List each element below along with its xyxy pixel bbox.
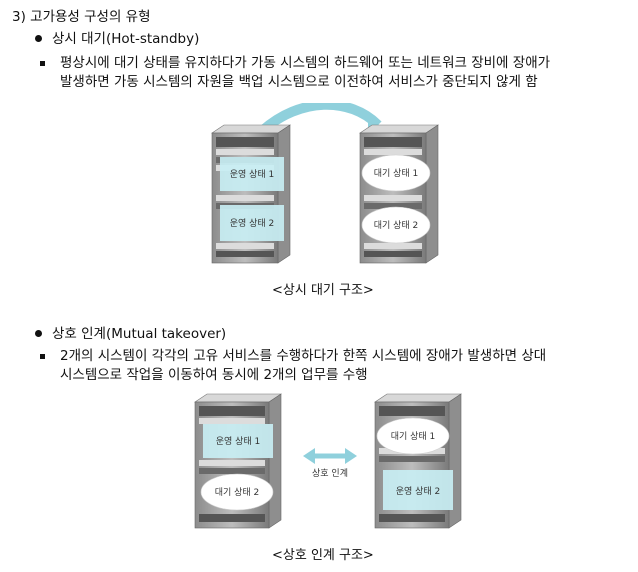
mutual-caption: <상호 인계 구조>	[272, 548, 374, 563]
hot-standby-desc-line1: 평상시에 대기 상태를 유지하다가 가동 시스템의 하드웨어 또는 네트워크 장…	[60, 55, 551, 71]
hot-standby-caption: <상시 대기 구조>	[272, 283, 374, 298]
left-server-rack: 운영 상태 1 운영 상태 2	[211, 124, 291, 264]
mutual-desc-line2: 시스템으로 작업을 이동하여 동시에 2개의 업무를 수행	[60, 367, 368, 383]
left-server-rack: 운영 상태 1 대기 상태 2	[194, 393, 282, 529]
hot-standby-heading: 상시 대기(Hot-standby)	[52, 31, 200, 47]
right-state-1-label: 대기 상태 1	[374, 168, 419, 179]
right-state-2-label: 운영 상태 2	[396, 486, 441, 497]
square-bullet-icon	[40, 354, 45, 359]
left-state-1-label: 운영 상태 1	[230, 169, 275, 180]
arrow-left-icon	[303, 448, 315, 464]
square-bullet-icon	[40, 61, 45, 66]
hot-standby-diagram: 운영 상태 1 운영 상태 2 대기 상태 1 대기 상태 2	[211, 103, 439, 264]
left-state-2-label: 운영 상태 2	[230, 218, 275, 229]
mutual-heading: 상호 인계(Mutual takeover)	[52, 326, 227, 342]
right-server-rack: 대기 상태 1 대기 상태 2	[359, 124, 439, 264]
link-label: 상호 인계	[312, 467, 348, 479]
arrow-right-icon	[345, 448, 357, 464]
mutual-takeover-diagram: 운영 상태 1 대기 상태 2 상호 인계 대기 상태 1 운영 상태 2	[194, 393, 462, 529]
bullet-icon	[35, 35, 42, 42]
section-title: 3) 고가용성 구성의 유형	[12, 9, 151, 25]
right-state-2-label: 대기 상태 2	[374, 220, 419, 231]
hot-standby-desc-line2: 발생하면 가동 시스템의 자원을 백업 시스템으로 이전하여 서비스가 중단되지…	[60, 74, 538, 90]
arrow-curve-icon	[258, 103, 382, 135]
right-state-1-label: 대기 상태 1	[391, 431, 436, 442]
right-server-rack: 대기 상태 1 운영 상태 2	[374, 393, 462, 529]
left-state-1-label: 운영 상태 1	[216, 436, 261, 447]
mutual-desc-line1: 2개의 시스템이 각각의 고유 서비스를 수행하다가 한쪽 시스템에 장애가 발…	[60, 348, 547, 364]
left-state-2-label: 대기 상태 2	[215, 487, 260, 498]
bullet-icon	[35, 330, 42, 337]
